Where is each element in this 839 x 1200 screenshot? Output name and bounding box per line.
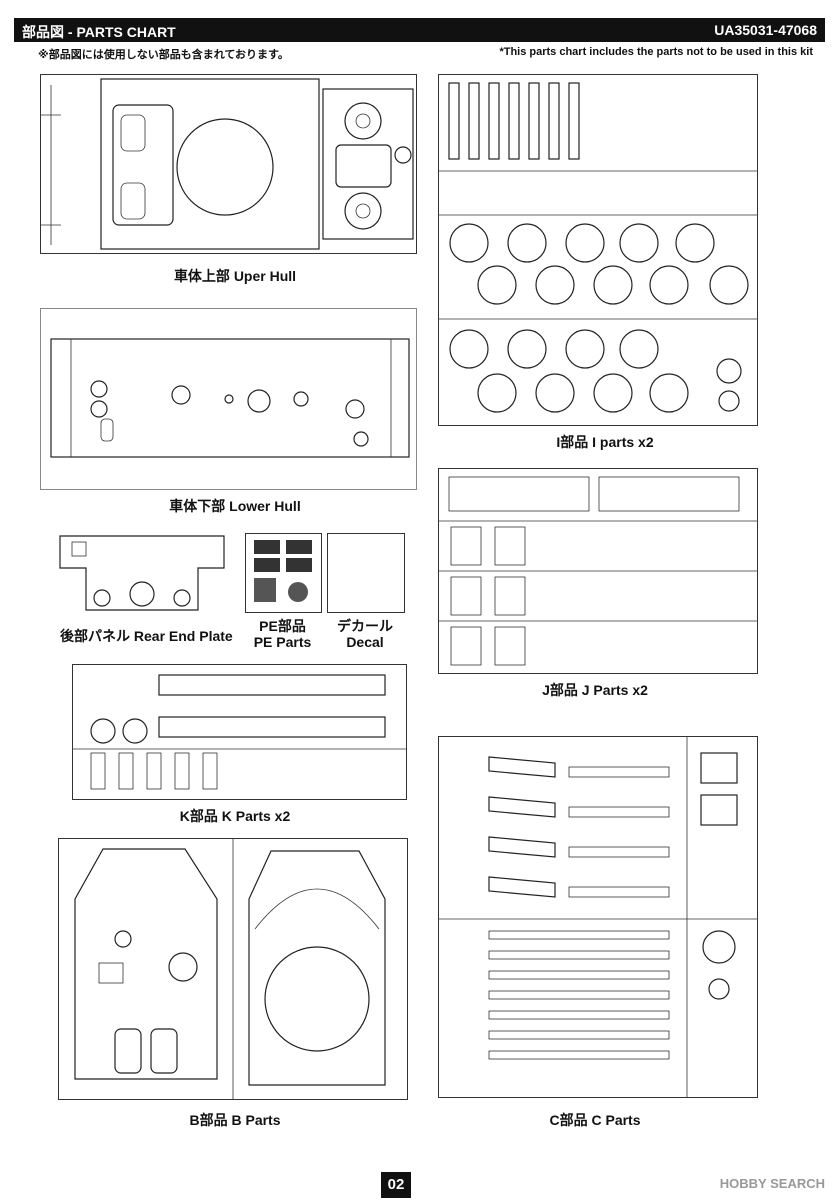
b-parts-sprue (58, 838, 408, 1100)
page-number: 02 (381, 1172, 411, 1198)
caption-b-parts: B部品 B Parts (189, 1112, 281, 1128)
b-parts-svg (74, 839, 386, 1099)
c-parts-sprue (438, 736, 758, 1098)
caption-pe-en: PE Parts (253, 634, 312, 650)
rear-end-plate-drawing (58, 532, 226, 616)
caption-j-parts: J部品 J Parts x2 (542, 682, 648, 698)
lower-hull-svg (50, 338, 410, 458)
i-parts-sprue (438, 74, 758, 426)
caption-rear-end-plate: 後部パネル Rear End Plate (60, 628, 233, 644)
caption-k-parts: K部品 K Parts x2 (179, 808, 291, 824)
i-parts-svg (439, 82, 757, 413)
watermark-brand: HOBBY SEARCH (719, 1176, 825, 1191)
k-parts-sprue (72, 664, 407, 800)
product-code: UA35031-47068 (714, 22, 817, 38)
watermark: HOBBY SEARCH (720, 1176, 825, 1191)
caption-decal-en: Decal (346, 634, 384, 650)
pe-parts-svg (254, 540, 312, 602)
k-parts-svg (73, 674, 406, 790)
j-parts-sprue (438, 468, 758, 674)
caption-c-parts: C部品 C Parts (549, 1112, 641, 1128)
page-title: 部品図 - PARTS CHART (22, 24, 176, 40)
lower-hull-drawing (40, 308, 417, 490)
c-parts-svg (439, 737, 757, 1097)
note-english: *This parts chart includes the parts not… (499, 46, 813, 58)
caption-lower-hull: 車体下部 Lower Hull (169, 498, 301, 514)
caption-pe-jp: PE部品 (259, 618, 306, 634)
caption-upper-hull: 車体上部 Uper Hull (173, 268, 297, 284)
pe-parts-drawing (245, 533, 322, 613)
caption-decal-jp: デカール (337, 618, 393, 634)
upper-hull-drawing (40, 74, 417, 254)
j-parts-svg (439, 476, 757, 666)
page-header: 部品図 - PARTS CHART UA35031-47068 (14, 18, 825, 42)
decal-sheet (327, 533, 405, 613)
upper-hull-svg (41, 78, 414, 250)
note-japanese: ※部品図には使用しない部品も含まれております。 (38, 49, 289, 61)
caption-i-parts: I部品 I parts x2 (556, 434, 654, 450)
rear-end-plate-svg (59, 535, 225, 611)
